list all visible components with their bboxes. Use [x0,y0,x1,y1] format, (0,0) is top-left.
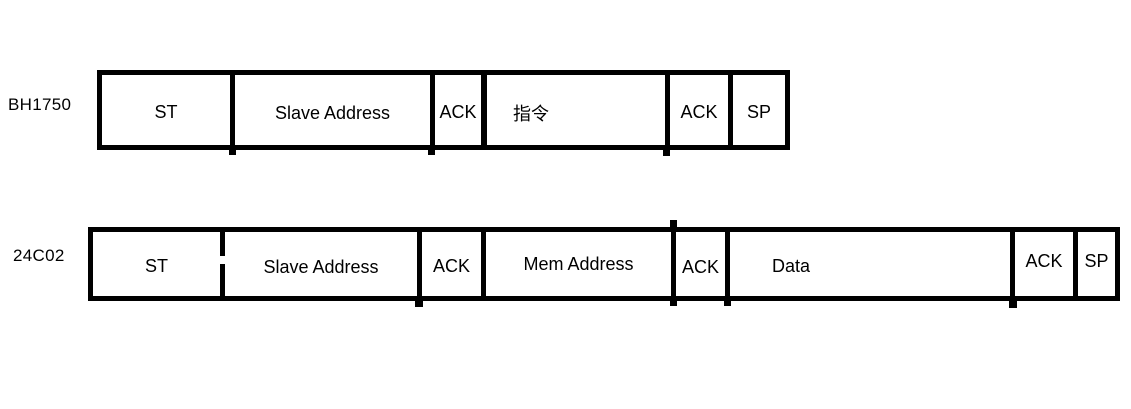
frame-cell-ack: ACK [422,232,481,296]
row-label-bh1750: BH1750 [8,95,72,114]
frame-cell-label: Mem Address [523,254,634,274]
frame-cell-slave-address: Slave Address [225,232,417,296]
frame-cell-label: ACK [439,102,477,122]
frame-cell-text-3: 指令 [487,75,665,145]
hand-drawn-tick [1009,299,1017,308]
frame-cell-label: ACK [1025,251,1063,271]
frame-cell-ack: ACK [676,232,725,296]
cell-divider [481,232,486,296]
cell-divider [219,232,226,296]
frame-cell-label: SP [1084,250,1109,271]
frame-cell-label: 指令 [513,104,549,124]
frame-cell-label: ACK [680,101,718,122]
hand-drawn-tick [415,299,423,307]
frame-cell-ack: ACK [1015,232,1073,296]
cell-divider [671,232,676,296]
frame-cell-ack: ACK [435,75,481,145]
frame-24c02: ST Slave Address ACK Mem Address ACK Data ACK S… [88,227,1120,301]
frame-cell-label: Slave Address [263,257,379,277]
frame-cell-label: ST [154,102,178,122]
hand-drawn-tick [724,298,731,306]
hand-drawn-tick [670,220,677,228]
frame-cell-label: SP [746,101,771,122]
frame-cell-label: ACK [432,256,470,276]
hand-drawn-tick [428,148,435,155]
cell-divider [665,75,670,145]
frame-bh1750: ST Slave Address ACK 指令 ACK SP [97,70,790,150]
cell-divider [430,75,435,145]
frame-cell-st: ST [102,75,230,145]
frame-cell-mem-address: Mem Address [486,232,671,296]
frame-cell-slave-address: Slave Address [235,75,430,145]
frame-cell-data: Data [730,232,1010,296]
cell-divider [230,75,235,145]
frame-cell-sp: SP [1078,232,1115,296]
frame-cell-st: ST [93,232,220,296]
hand-drawn-tick [229,148,236,155]
frame-cell-label: Data [772,255,811,276]
row-label-24c02: 24C02 [13,246,65,265]
frame-cell-label: ACK [681,256,719,277]
cell-divider [725,232,730,296]
hand-drawn-stroke-gap [219,256,226,264]
cell-divider [728,75,733,145]
hand-drawn-tick [670,299,677,306]
frame-cell-sp: SP [733,75,785,145]
cell-divider [417,232,422,296]
cell-divider [1010,232,1015,296]
cell-divider [1073,232,1078,296]
frame-cell-label: Slave Address [274,102,391,123]
cell-divider [481,75,487,145]
hand-drawn-tick [663,147,670,156]
frame-cell-label: ST [144,255,168,276]
frame-cell-ack: ACK [670,75,728,145]
